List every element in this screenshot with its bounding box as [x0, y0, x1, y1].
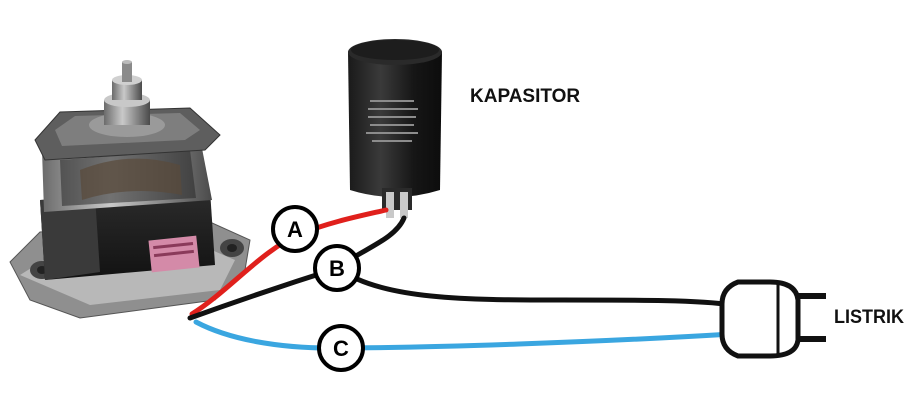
marker-b-label: B — [329, 256, 345, 281]
marker-b: B — [313, 244, 361, 292]
marker-a-label: A — [287, 217, 303, 242]
power-label: LISTRIK — [834, 307, 904, 328]
power-plug-icon — [719, 279, 826, 359]
wire-blue — [193, 319, 735, 351]
capacitor-label: KAPASITOR — [470, 86, 580, 107]
marker-c: C — [317, 324, 365, 372]
capacitor-icon — [348, 39, 442, 218]
marker-c-label: C — [333, 336, 349, 361]
electric-motor-icon — [9, 60, 251, 319]
marker-a: A — [271, 205, 319, 253]
wire-black-main — [187, 265, 735, 321]
